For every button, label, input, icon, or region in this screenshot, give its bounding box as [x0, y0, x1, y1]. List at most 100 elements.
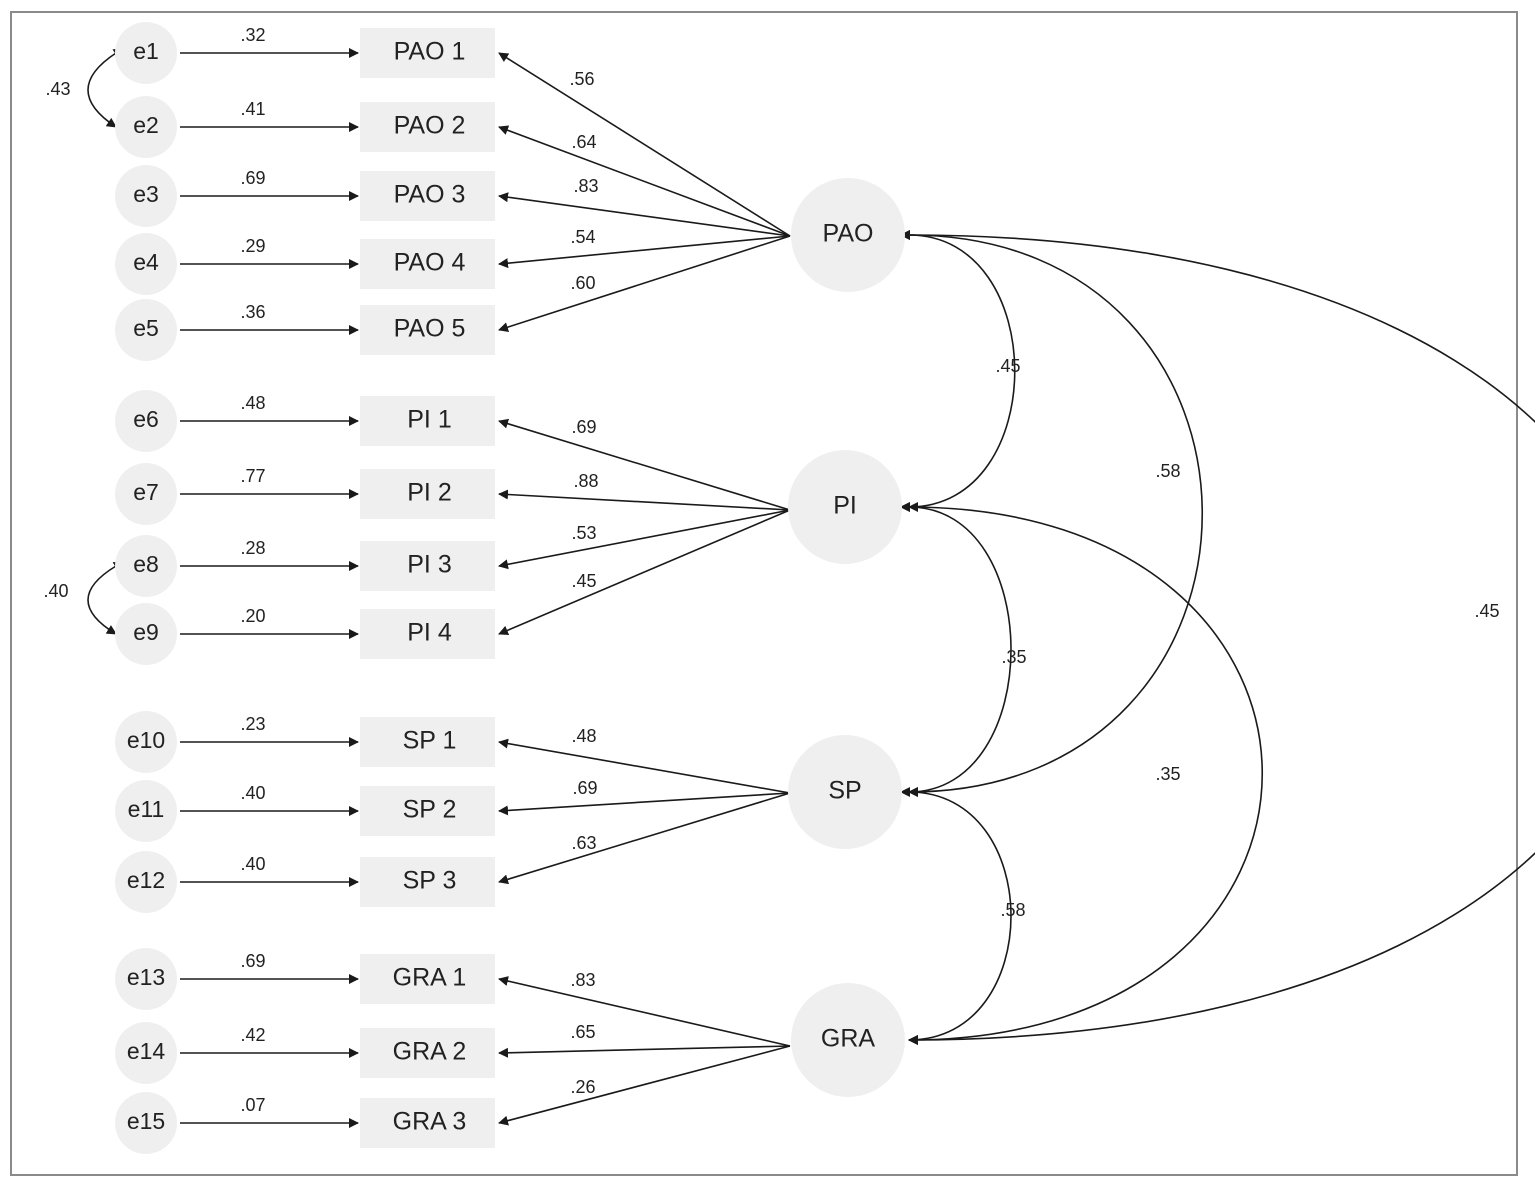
factor-node-GRA: [791, 983, 905, 1097]
error-loading-4: .29: [240, 236, 265, 256]
factor-correlation-value-PI-GRA: .35: [1155, 764, 1180, 784]
factor-correlation-value-PAO-SP: .58: [1155, 461, 1180, 481]
factor-loading-10: .48: [571, 726, 596, 746]
indicator-box-3: [360, 171, 495, 221]
indicator-box-7: [360, 469, 495, 519]
indicator-label-4: PAO 4: [394, 249, 466, 277]
indicator-label-8: PI 3: [407, 551, 451, 579]
error-node-e7: [115, 463, 177, 525]
indicator-label-15: GRA 3: [393, 1108, 467, 1136]
indicator-box-8: [360, 541, 495, 591]
error-covariance-arc-2: [87, 561, 124, 635]
factor-correlation-value-SP-GRA: .58: [1000, 900, 1025, 920]
factor-loading-12: .63: [571, 833, 596, 853]
error-label-e12: e12: [127, 867, 165, 893]
error-covariance-value-1: .43: [45, 79, 70, 99]
factor-label-PI: PI: [833, 492, 857, 520]
diagram-frame: [10, 11, 1518, 1176]
error-node-e1: [115, 22, 177, 84]
error-loading-10: .23: [240, 714, 265, 734]
factor-loading-2: .64: [571, 132, 596, 152]
factor-loading-path-11: [498, 792, 791, 816]
factor-correlation-arc-PAO-PI: [900, 230, 1016, 512]
factor-loading-1: .56: [569, 69, 594, 89]
factor-node-SP: [788, 735, 902, 849]
error-label-e10: e10: [127, 727, 165, 753]
error-loading-5: .36: [240, 302, 265, 322]
error-node-e11: [115, 780, 177, 842]
error-loading-7: .77: [240, 466, 265, 486]
error-node-e8: [115, 535, 177, 597]
error-loading-8: .28: [240, 538, 265, 558]
factor-loading-path-9: [498, 509, 791, 636]
error-loading-2: .41: [240, 99, 265, 119]
error-loading-3: .69: [240, 168, 265, 188]
error-loading-13: .69: [240, 951, 265, 971]
factor-loading-8: .53: [571, 523, 596, 543]
error-label-e6: e6: [133, 406, 159, 432]
error-node-e6: [115, 390, 177, 452]
error-node-e9: [115, 603, 177, 665]
factor-loading-path-7: [498, 489, 791, 511]
factor-correlation-arc-PAO-GRA: [900, 230, 1535, 1045]
error-node-e13: [115, 948, 177, 1010]
error-node-e15: [115, 1092, 177, 1154]
factor-correlation-arc-PI-SP: [900, 502, 1012, 797]
factor-loading-path-2: [498, 125, 791, 237]
error-label-e9: e9: [133, 619, 159, 645]
error-label-e11: e11: [128, 796, 165, 822]
indicator-box-9: [360, 609, 495, 659]
indicator-box-14: [360, 1028, 495, 1078]
indicator-label-1: PAO 1: [394, 38, 466, 66]
error-loading-9: .20: [240, 606, 265, 626]
factor-loading-15: .26: [570, 1077, 595, 1097]
error-label-e13: e13: [127, 964, 165, 990]
error-label-e7: e7: [133, 479, 159, 505]
factor-correlation-value-PAO-PI: .45: [995, 356, 1020, 376]
error-node-e3: [115, 165, 177, 227]
factor-loading-3: .83: [573, 176, 598, 196]
indicator-box-15: [360, 1098, 495, 1148]
error-loading-14: .42: [240, 1025, 265, 1045]
indicator-box-2: [360, 102, 495, 152]
factor-loading-path-10: [498, 738, 791, 794]
indicator-box-1: [360, 28, 495, 78]
factor-correlation-arc-PI-GRA: [900, 502, 1263, 1045]
factor-loading-path-12: [498, 792, 791, 885]
indicator-label-3: PAO 3: [394, 181, 466, 209]
factor-loading-path-15: [498, 1045, 791, 1126]
indicator-label-12: SP 3: [403, 867, 457, 895]
error-label-e5: e5: [133, 315, 159, 341]
indicator-label-13: GRA 1: [393, 964, 467, 992]
error-label-e8: e8: [133, 551, 159, 577]
error-label-e1: e1: [133, 38, 159, 64]
indicator-box-4: [360, 239, 495, 289]
indicator-label-6: PI 1: [407, 406, 451, 434]
factor-loading-5: .60: [570, 273, 595, 293]
factor-correlation-arc-PAO-SP: [900, 230, 1203, 797]
indicator-label-2: PAO 2: [394, 112, 466, 140]
indicator-box-10: [360, 717, 495, 767]
factor-node-PI: [788, 450, 902, 564]
error-node-e2: [115, 96, 177, 158]
factor-loading-4: .54: [570, 227, 595, 247]
error-node-e10: [115, 711, 177, 773]
indicator-box-12: [360, 857, 495, 907]
factor-loading-14: .65: [570, 1022, 595, 1042]
indicator-label-10: SP 1: [403, 727, 457, 755]
error-label-e3: e3: [133, 181, 159, 207]
indicator-box-11: [360, 786, 495, 836]
error-loading-6: .48: [240, 393, 265, 413]
factor-label-PAO: PAO: [823, 220, 874, 248]
factor-correlation-arc-SP-GRA: [900, 787, 1012, 1045]
factor-loading-path-6: [498, 418, 791, 511]
factor-loading-13: .83: [570, 970, 595, 990]
indicator-box-6: [360, 396, 495, 446]
error-label-e2: e2: [133, 112, 159, 138]
error-loading-1: .32: [240, 25, 265, 45]
factor-loading-path-8: [498, 509, 791, 570]
factor-node-PAO: [791, 178, 905, 292]
error-node-e14: [115, 1022, 177, 1084]
factor-loading-11: .69: [572, 778, 597, 798]
